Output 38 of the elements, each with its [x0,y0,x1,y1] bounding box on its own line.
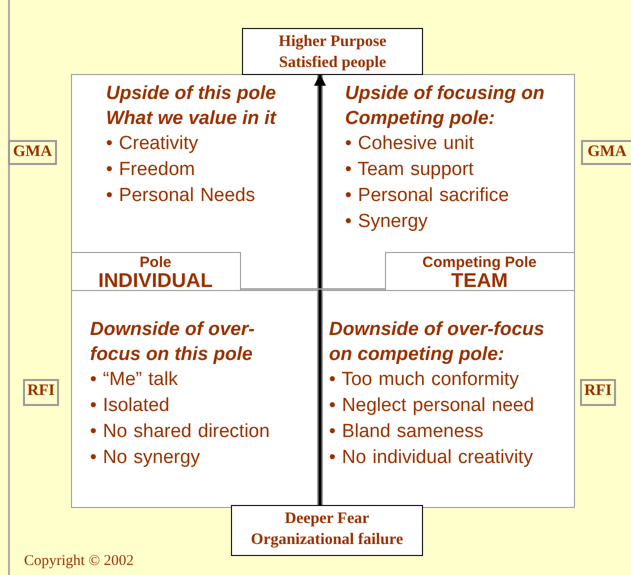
bullet-item: • Freedom [106,158,196,182]
pole-text: Competing Pole [421,252,538,270]
box-text: Higher Purpose [278,32,388,52]
bullet-item: • Personal sacrifice [345,184,510,208]
box-text: Organizational failure [250,530,404,550]
heading-text: Downside of over-focus on competing pole: [329,318,546,367]
heading-text: Downside of over-focus on this pole [90,318,256,367]
pole-text: TEAM [451,270,509,290]
pole-text: Pole [138,252,172,270]
bullet-item: • Too much conformity [329,368,520,392]
heading-text: Upside of focusing on Competing pole: [345,82,546,131]
bullet-item: • Team support [345,158,475,182]
pole-text: INDIVIDUAL [97,270,214,290]
bullet-item: • Bland sameness [329,420,484,444]
title-box [231,505,423,556]
box-text: Deeper Fear [284,509,370,529]
pole-box [384,252,574,290]
bullet-item: • Isolated [90,394,170,418]
bullet-item: • Personal Needs [106,184,256,208]
heading-text: Upside of this pole What we value in it [106,82,278,131]
bullet-item: • No individual creativity [329,446,534,470]
box-text: Satisfied people [278,53,388,73]
bullet-item: • Synergy [345,210,429,234]
tag-label: GMA [8,140,57,165]
copyright-note: Copyright © 2002 [24,553,134,570]
bullet-item: • Creativity [106,132,200,156]
bullet-item: • Neglect personal need [329,394,536,418]
pole-box [70,252,240,290]
tag-label: GMA [581,140,631,165]
tag-label: RFI [580,379,616,406]
tag-label: RFI [23,379,59,406]
bullet-item: • Cohesive unit [345,132,476,156]
bullet-item: • No synergy [90,446,202,470]
title-box [242,28,423,75]
quadrant-panel [320,74,575,291]
bullet-item: • “Me” talk [90,368,179,392]
bullet-item: • No shared direction [90,420,271,444]
quadrant-panel [320,290,575,508]
